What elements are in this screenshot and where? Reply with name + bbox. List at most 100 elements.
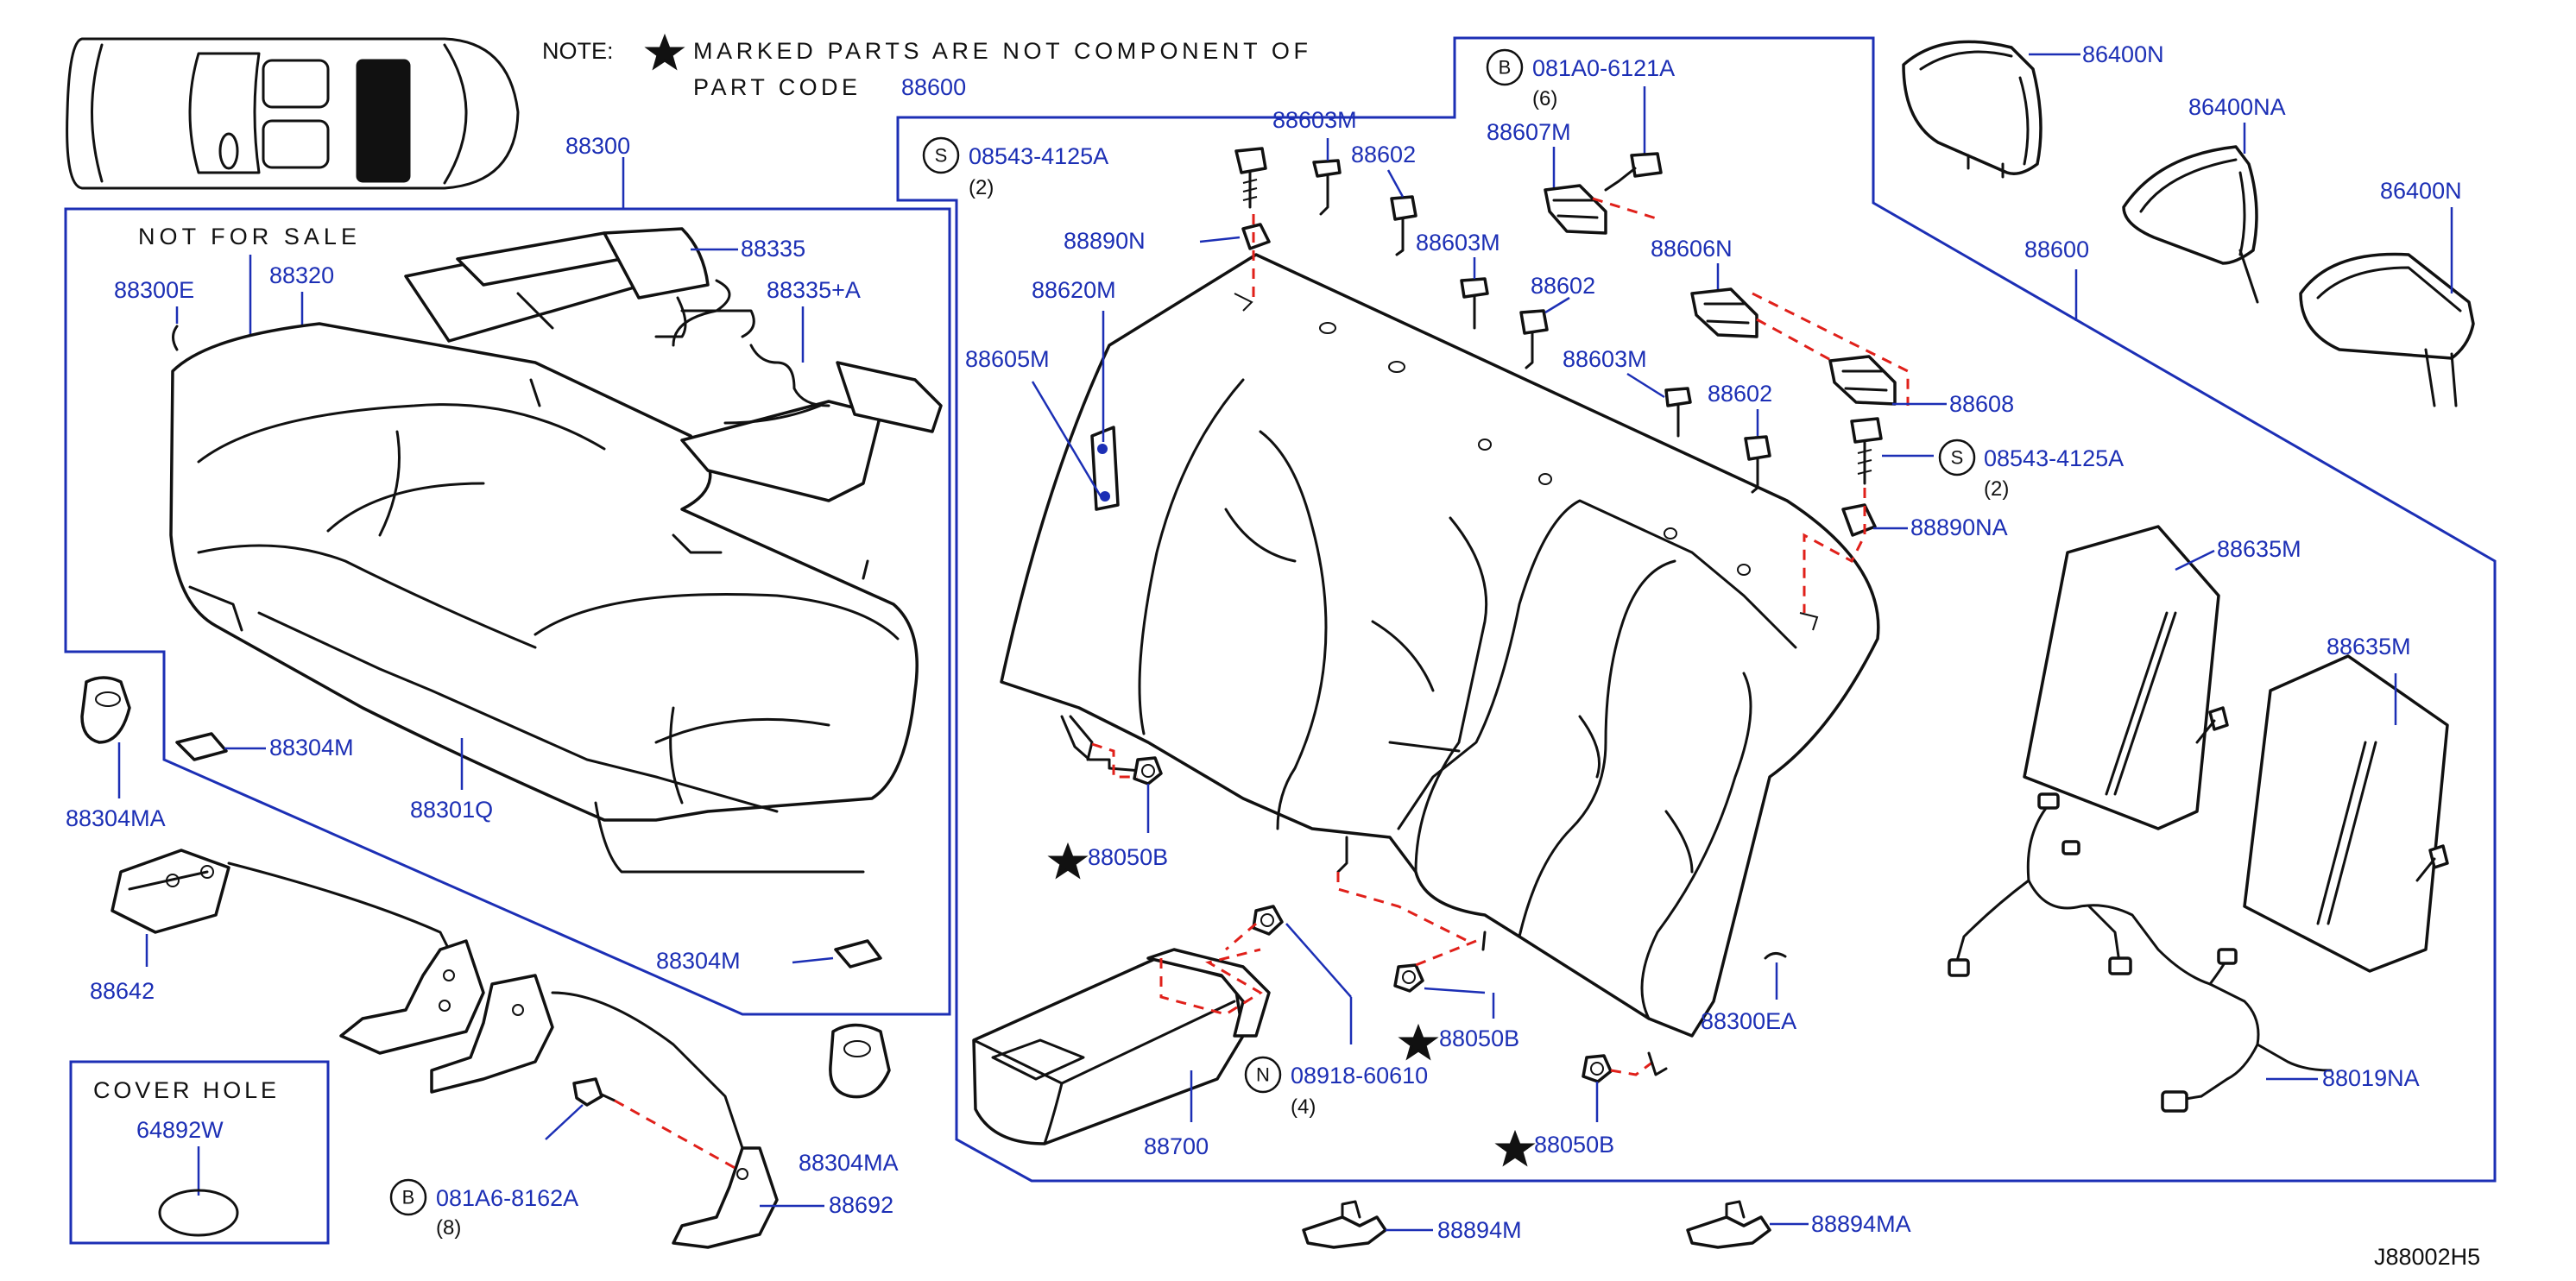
- bolt-08543-4125A-left: [1234, 147, 1267, 209]
- label-88607M: 88607M: [1487, 119, 1571, 145]
- pad-88635M-left: [2023, 525, 2229, 830]
- clip-88602-c: [1744, 435, 1771, 494]
- label-86400N-right: 86400N: [2380, 178, 2462, 204]
- note-line2-prefix: PART CODE: [693, 74, 857, 100]
- star-88050B-c: [1494, 1129, 1536, 1167]
- label-88603M-c: 88603M: [1563, 346, 1647, 372]
- svg-text:S: S: [935, 145, 948, 167]
- qty-081A6-8162A: (8): [436, 1216, 461, 1240]
- clip-88603M-c: [1664, 387, 1692, 438]
- headrest-86400N-top: [1902, 40, 2042, 179]
- label-88605M: 88605M: [965, 346, 1050, 372]
- cover-hole-code: 64892W: [136, 1117, 224, 1143]
- bolt-081A0-6121A: [1604, 152, 1663, 192]
- cover-hole-box: [69, 1060, 330, 1245]
- label-88300E: 88300E: [114, 277, 194, 303]
- nut-88050B-c: [1582, 1054, 1613, 1083]
- qty-08543-4125A-right: (2): [1984, 477, 2009, 501]
- label-88602-c: 88602: [1708, 381, 1772, 407]
- label-88050B-c: 88050B: [1534, 1132, 1614, 1158]
- bracket-88608: [1828, 355, 1897, 406]
- label-88894M: 88894M: [1437, 1217, 1522, 1243]
- label-88642: 88642: [90, 978, 155, 1004]
- seat-cushion-88301Q: [169, 322, 919, 874]
- label-88635M-right: 88635M: [2327, 634, 2411, 659]
- wire-harness-88019NA: [1948, 792, 2333, 1113]
- nut-08918-60610: [1252, 905, 1284, 936]
- label-88300: 88300: [565, 133, 630, 159]
- label-88304MA-right: 88304MA: [799, 1150, 899, 1176]
- clip-88602-a: [1390, 195, 1417, 256]
- seat-frame-88642: [110, 849, 485, 1055]
- nut-88050B-b: [1393, 963, 1424, 993]
- qty-081A0-6121A: (6): [1532, 87, 1557, 110]
- badge-S-left: S: [922, 136, 960, 174]
- bolt-08543-4125A-right: [1850, 417, 1883, 485]
- label-88019NA: 88019NA: [2322, 1065, 2420, 1091]
- label-88635M-left: 88635M: [2217, 536, 2301, 562]
- label-88050B-a: 88050B: [1088, 844, 1168, 870]
- hinge-88304MA-right: [829, 1023, 891, 1099]
- cap-88304M-top: [175, 732, 228, 761]
- label-08543-4125A-right: 08543-4125A: [1984, 445, 2124, 471]
- label-88603M-a: 88603M: [1272, 107, 1357, 133]
- group-88600-outline: [896, 36, 2497, 1183]
- not-for-sale: NOT FOR SALE: [138, 224, 357, 249]
- note-line2-code: 88600: [901, 74, 966, 100]
- note-line1: MARKED PARTS ARE NOT COMPONENT OF: [693, 38, 1308, 64]
- star-88050B-a: [1047, 842, 1089, 880]
- label-88301Q: 88301Q: [410, 797, 493, 823]
- label-88890NA: 88890NA: [1910, 514, 2008, 540]
- clip-88890NA: [1841, 503, 1877, 537]
- group-88300-outline: [64, 207, 951, 1016]
- label-88304MA-left: 88304MA: [66, 805, 166, 831]
- qty-08543-4125A-left: (2): [969, 176, 994, 199]
- pad-88635M-right: [2243, 654, 2449, 973]
- cover-hole-title: COVER HOLE: [93, 1077, 276, 1103]
- label-88320: 88320: [269, 262, 334, 288]
- cover-hole-plug: [158, 1189, 239, 1237]
- headrest-86400N-right: [2299, 252, 2475, 407]
- badge-N-mid: N: [1244, 1056, 1282, 1094]
- label-88602-a: 88602: [1351, 142, 1416, 167]
- label-88050B-b: 88050B: [1439, 1025, 1519, 1051]
- label-88620M: 88620M: [1032, 277, 1116, 303]
- label-88600: 88600: [2024, 237, 2089, 262]
- headrest-86400NA: [2122, 145, 2259, 304]
- clip-88890N: [1241, 223, 1271, 250]
- badge-B-top: B: [1486, 48, 1524, 86]
- label-081A6-8162A: 081A6-8162A: [436, 1185, 578, 1211]
- seat-heater-88335: [404, 227, 755, 347]
- svg-text:B: B: [402, 1187, 415, 1208]
- label-88894MA: 88894MA: [1811, 1211, 1911, 1237]
- badge-B-bottom: B: [389, 1178, 427, 1216]
- clip-88603M-b: [1460, 277, 1489, 330]
- label-88304M-top: 88304M: [269, 735, 354, 760]
- bracket-88605M: [1090, 426, 1120, 511]
- seat-back-88600: [1000, 253, 1880, 1038]
- label-08918-60610: 08918-60610: [1291, 1063, 1428, 1089]
- label-88700: 88700: [1144, 1133, 1209, 1159]
- note-prefix: NOTE:: [542, 38, 614, 64]
- cap-88304M-bottom: [834, 939, 882, 969]
- qty-08918-60610: (4): [1291, 1095, 1316, 1119]
- drawing-number: J88002H5: [2374, 1244, 2480, 1270]
- car-location-icon: [66, 37, 520, 190]
- star-marker-icon: [644, 33, 685, 71]
- clip-88300EA: [1764, 952, 1787, 960]
- label-88602-b: 88602: [1531, 273, 1595, 299]
- label-88300EA: 88300EA: [1701, 1008, 1796, 1034]
- bolt-081A6-8162A: [572, 1077, 616, 1107]
- label-86400NA: 86400NA: [2188, 94, 2286, 120]
- seat-frame-88692: [430, 974, 779, 1249]
- bracket-88606N: [1690, 287, 1758, 338]
- svg-text:S: S: [1951, 447, 1964, 469]
- label-88335: 88335: [741, 236, 805, 262]
- clip-88603M-a: [1312, 159, 1342, 216]
- label-88335A: 88335+A: [767, 277, 861, 303]
- label-08543-4125A-left: 08543-4125A: [969, 143, 1108, 169]
- svg-text:B: B: [1499, 57, 1512, 79]
- seat-heater-88335A: [680, 344, 943, 502]
- label-081A0-6121A: 081A0-6121A: [1532, 55, 1675, 81]
